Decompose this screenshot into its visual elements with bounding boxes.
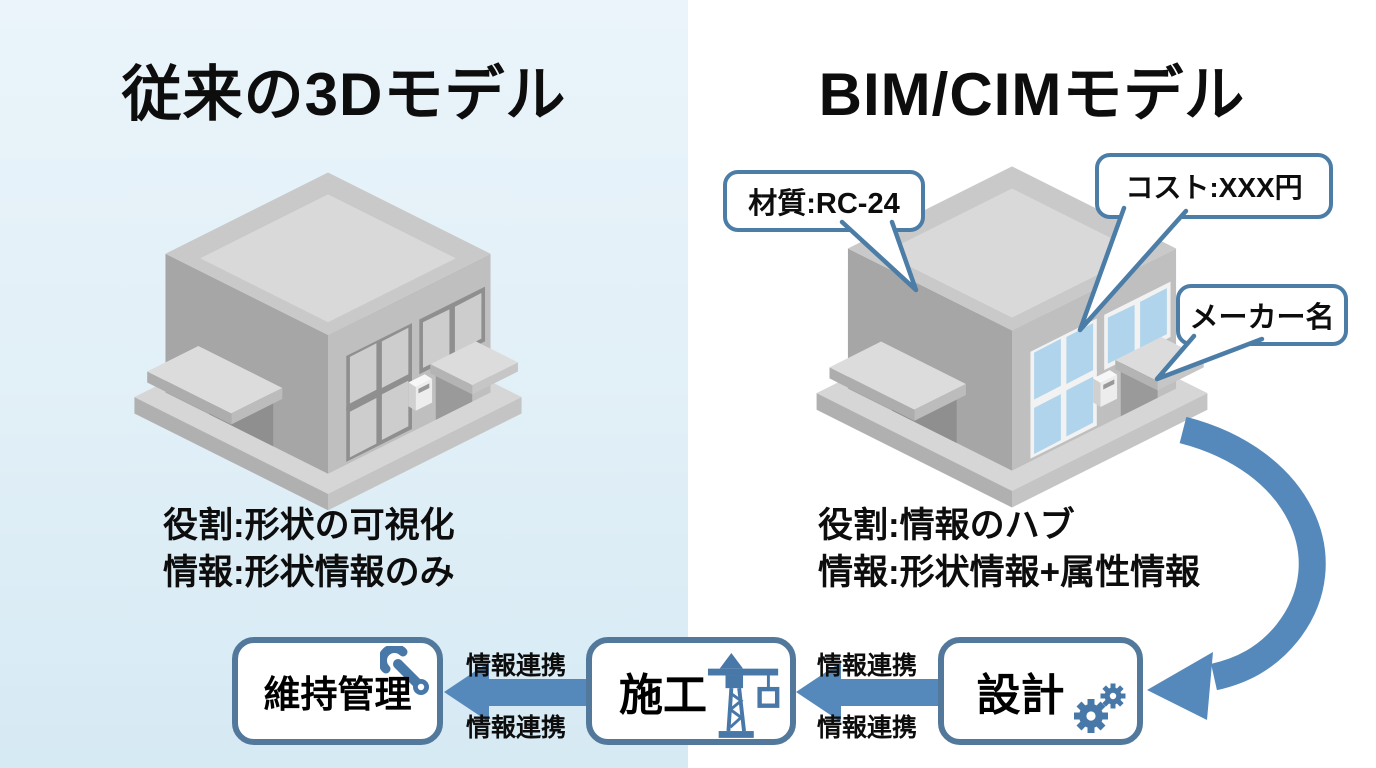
- stage-label-construction: 施工: [619, 671, 707, 720]
- link-label-bottom-1: 情報連携: [465, 714, 566, 742]
- link-label-top-2: 情報連携: [816, 652, 917, 680]
- callout-material-label: 材質:RC-24: [748, 188, 900, 220]
- left-role-text: 役割:形状の可視化: [163, 506, 455, 545]
- callout-maker: メーカー名: [1176, 284, 1348, 346]
- link-label-bottom-2: 情報連携: [816, 714, 917, 742]
- stage-label-design: 設計: [976, 671, 1065, 720]
- right-role-text: 役割:情報のハブ: [818, 506, 1075, 545]
- stage-box-design: 設計: [938, 637, 1143, 745]
- callout-maker-label: メーカー名: [1189, 302, 1335, 334]
- stage-label-maintenance: 維持管理: [263, 674, 412, 715]
- crane-icon: [707, 653, 780, 738]
- right-info-text: 情報:形状情報+属性情報: [818, 553, 1201, 592]
- callout-cost: コスト:XXX円: [1095, 153, 1333, 219]
- gear-large: [1074, 699, 1108, 733]
- stage-box-maintenance: 維持管理: [232, 637, 443, 745]
- left-info-text: 情報:形状情報のみ: [163, 553, 455, 592]
- gears-icon: [1074, 683, 1126, 733]
- right-panel-title: BIM/CIMモデル: [818, 61, 1246, 128]
- callout-cost-label: コスト:XXX円: [1125, 172, 1303, 203]
- link-label-top-1: 情報連携: [465, 652, 566, 680]
- gear-small: [1100, 683, 1126, 709]
- left-panel-title: 従来の3Dモデル: [121, 61, 567, 128]
- callout-material: 材質:RC-24: [723, 170, 925, 232]
- wrench-icon: [380, 646, 429, 695]
- stage-box-construction: 施工: [586, 637, 796, 745]
- traditional-3d-building: [118, 152, 538, 518]
